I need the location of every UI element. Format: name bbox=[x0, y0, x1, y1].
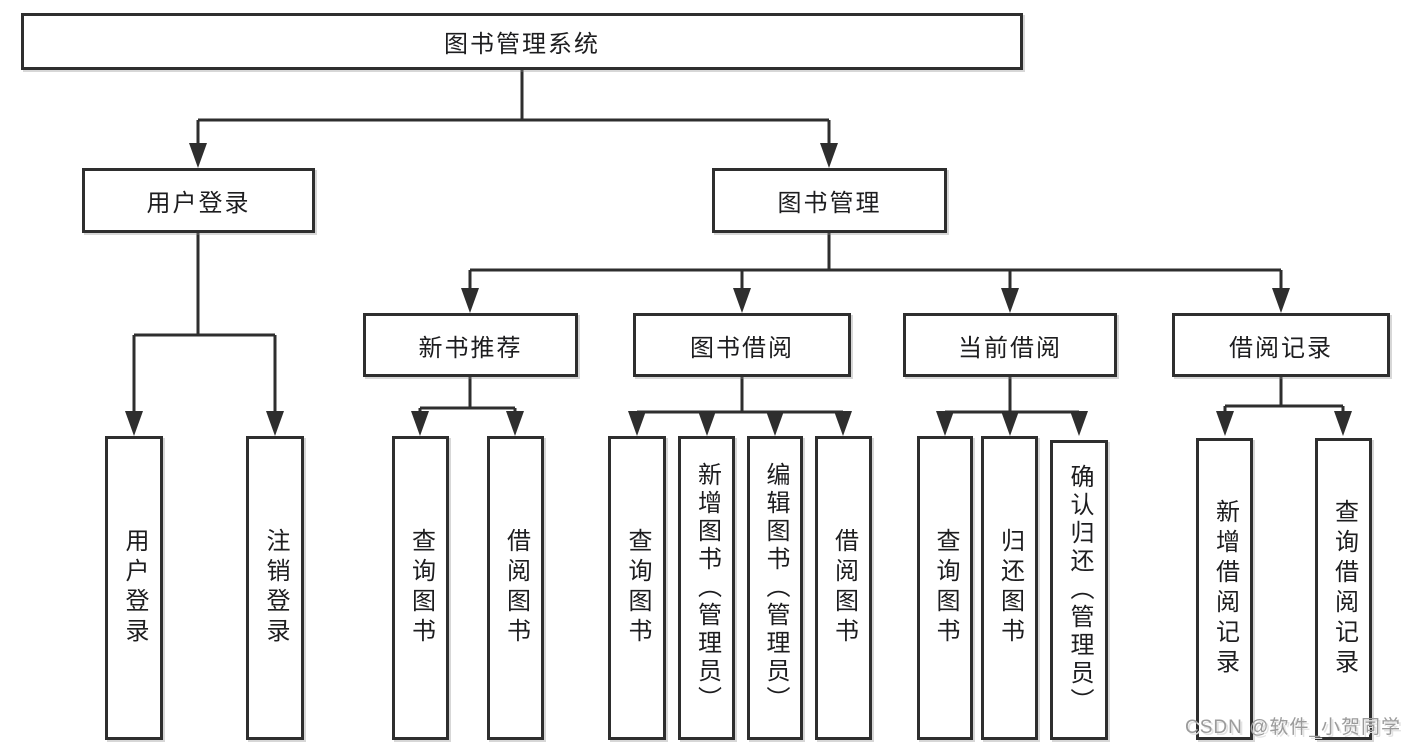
leaf-borrow-book-recommend: 借阅图书 bbox=[487, 436, 544, 740]
leaf-logout-label: 注销登录 bbox=[262, 528, 289, 648]
node-user-login: 用户登录 bbox=[82, 168, 315, 233]
connector-borrow-branch bbox=[635, 377, 845, 420]
node-book-borrow: 图书借阅 bbox=[633, 313, 851, 377]
connector-current-branch bbox=[943, 377, 1081, 420]
leaf-return-book-label: 归还图书 bbox=[996, 528, 1024, 648]
connector-records-branch bbox=[1223, 377, 1345, 420]
leaf-edit-book-admin: 编辑图书（管理员） bbox=[747, 436, 803, 740]
node-book-management: 图书管理 bbox=[712, 168, 947, 233]
leaf-logout: 注销登录 bbox=[246, 436, 304, 740]
leaf-query-book-recommend: 查询图书 bbox=[392, 436, 449, 740]
node-root: 图书管理系统 bbox=[21, 13, 1023, 70]
leaf-borrow-book-recommend-label: 借阅图书 bbox=[502, 528, 530, 648]
leaf-edit-book-admin-label: 编辑图书（管理员） bbox=[762, 462, 789, 714]
connector-book-mgmt-branch bbox=[468, 233, 1283, 295]
node-book-management-label: 图书管理 bbox=[777, 190, 882, 217]
leaf-confirm-return-admin: 确认归还（管理员） bbox=[1050, 440, 1108, 740]
leaf-add-book-admin-label: 新增图书（管理员） bbox=[693, 462, 721, 714]
node-borrow-records: 借阅记录 bbox=[1172, 313, 1390, 377]
csdn-watermark: CSDN @软件_小贺同学 bbox=[1185, 717, 1401, 738]
node-root-label: 图书管理系统 bbox=[444, 31, 600, 58]
leaf-borrow-book: 借阅图书 bbox=[815, 436, 872, 740]
node-borrow-records-label: 借阅记录 bbox=[1229, 334, 1333, 362]
node-current-borrow: 当前借阅 bbox=[903, 313, 1117, 377]
connector-root-branch bbox=[196, 70, 831, 150]
leaf-query-borrow-record: 查询借阅记录 bbox=[1315, 438, 1372, 740]
node-current-borrow-label: 当前借阅 bbox=[958, 334, 1062, 362]
node-user-login-label: 用户登录 bbox=[146, 190, 251, 217]
leaf-query-book-current: 查询图书 bbox=[917, 436, 973, 740]
leaf-query-book-current-label: 查询图书 bbox=[932, 528, 959, 648]
leaf-query-book-borrow-label: 查询图书 bbox=[624, 528, 651, 648]
leaf-borrow-book-label: 借阅图书 bbox=[830, 528, 858, 648]
leaf-query-book-recommend-label: 查询图书 bbox=[407, 528, 435, 648]
node-new-book-recommend: 新书推荐 bbox=[363, 313, 578, 377]
leaf-query-book-borrow: 查询图书 bbox=[608, 436, 666, 740]
leaf-query-borrow-record-label: 查询借阅记录 bbox=[1330, 499, 1358, 679]
leaf-confirm-return-admin-label: 确认归还（管理员） bbox=[1066, 464, 1093, 716]
leaf-add-book-admin: 新增图书（管理员） bbox=[678, 436, 735, 740]
node-new-book-recommend-label: 新书推荐 bbox=[418, 334, 523, 362]
leaf-user-login: 用户登录 bbox=[105, 436, 163, 740]
connector-user-login-branch bbox=[132, 233, 277, 418]
node-book-borrow-label: 图书借阅 bbox=[690, 334, 794, 362]
leaf-add-borrow-record-label: 新增借阅记录 bbox=[1211, 499, 1239, 679]
leaf-user-login-label: 用户登录 bbox=[121, 528, 148, 648]
leaf-return-book: 归还图书 bbox=[981, 436, 1038, 740]
leaf-add-borrow-record: 新增借阅记录 bbox=[1196, 438, 1253, 740]
connector-recommend-branch bbox=[418, 377, 517, 420]
